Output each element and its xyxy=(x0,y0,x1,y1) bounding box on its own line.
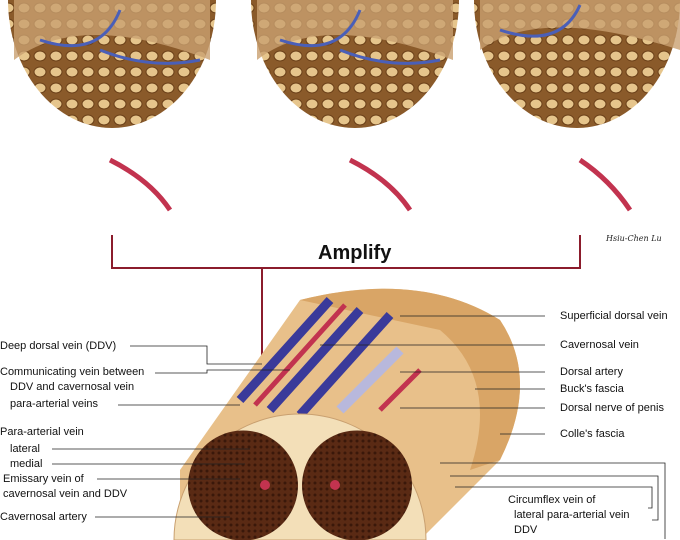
label-emissary-1: Emissary vein of xyxy=(3,473,84,485)
magnified-oval-1 xyxy=(8,0,216,212)
amplify-title: Amplify xyxy=(318,242,392,264)
label-para-arterial-veins: para-arterial veins xyxy=(10,398,99,410)
label-circumflex-2: lateral para-arterial vein xyxy=(514,509,630,521)
magnified-oval-2 xyxy=(251,0,459,212)
label-communicating-1: Communicating vein between xyxy=(0,366,145,378)
label-medial: medial xyxy=(10,458,43,470)
label-dorsal-artery: Dorsal artery xyxy=(560,366,623,378)
label-bucks-fascia: Buck's fascia xyxy=(560,383,624,395)
label-lateral: lateral xyxy=(10,443,40,455)
artist-signature: Hsiu-Chen Lu xyxy=(606,234,662,243)
label-superficial-dorsal-vein: Superficial dorsal vein xyxy=(560,310,668,322)
label-cavernosal-vein: Cavernosal vein xyxy=(560,339,639,351)
label-circumflex-1: Circumflex vein of xyxy=(508,494,596,506)
label-cavernosal-artery: Cavernosal artery xyxy=(0,511,87,523)
label-para-arterial-vein: Para-arterial vein xyxy=(0,426,84,438)
penis-cross-section xyxy=(173,288,520,540)
label-communicating-2: DDV and cavernosal vein xyxy=(10,381,135,393)
label-colles-fascia: Colle's fascia xyxy=(560,428,625,440)
label-dorsal-nerve: Dorsal nerve of penis xyxy=(560,402,664,414)
label-emissary-2: cavernosal vein and DDV xyxy=(3,488,128,500)
amplify-bracket xyxy=(111,235,581,360)
label-ddv-right: DDV xyxy=(514,524,538,536)
magnified-oval-3 xyxy=(474,0,680,212)
label-ddv: Deep dorsal vein (DDV) xyxy=(0,340,117,352)
leader-lines xyxy=(52,315,666,539)
